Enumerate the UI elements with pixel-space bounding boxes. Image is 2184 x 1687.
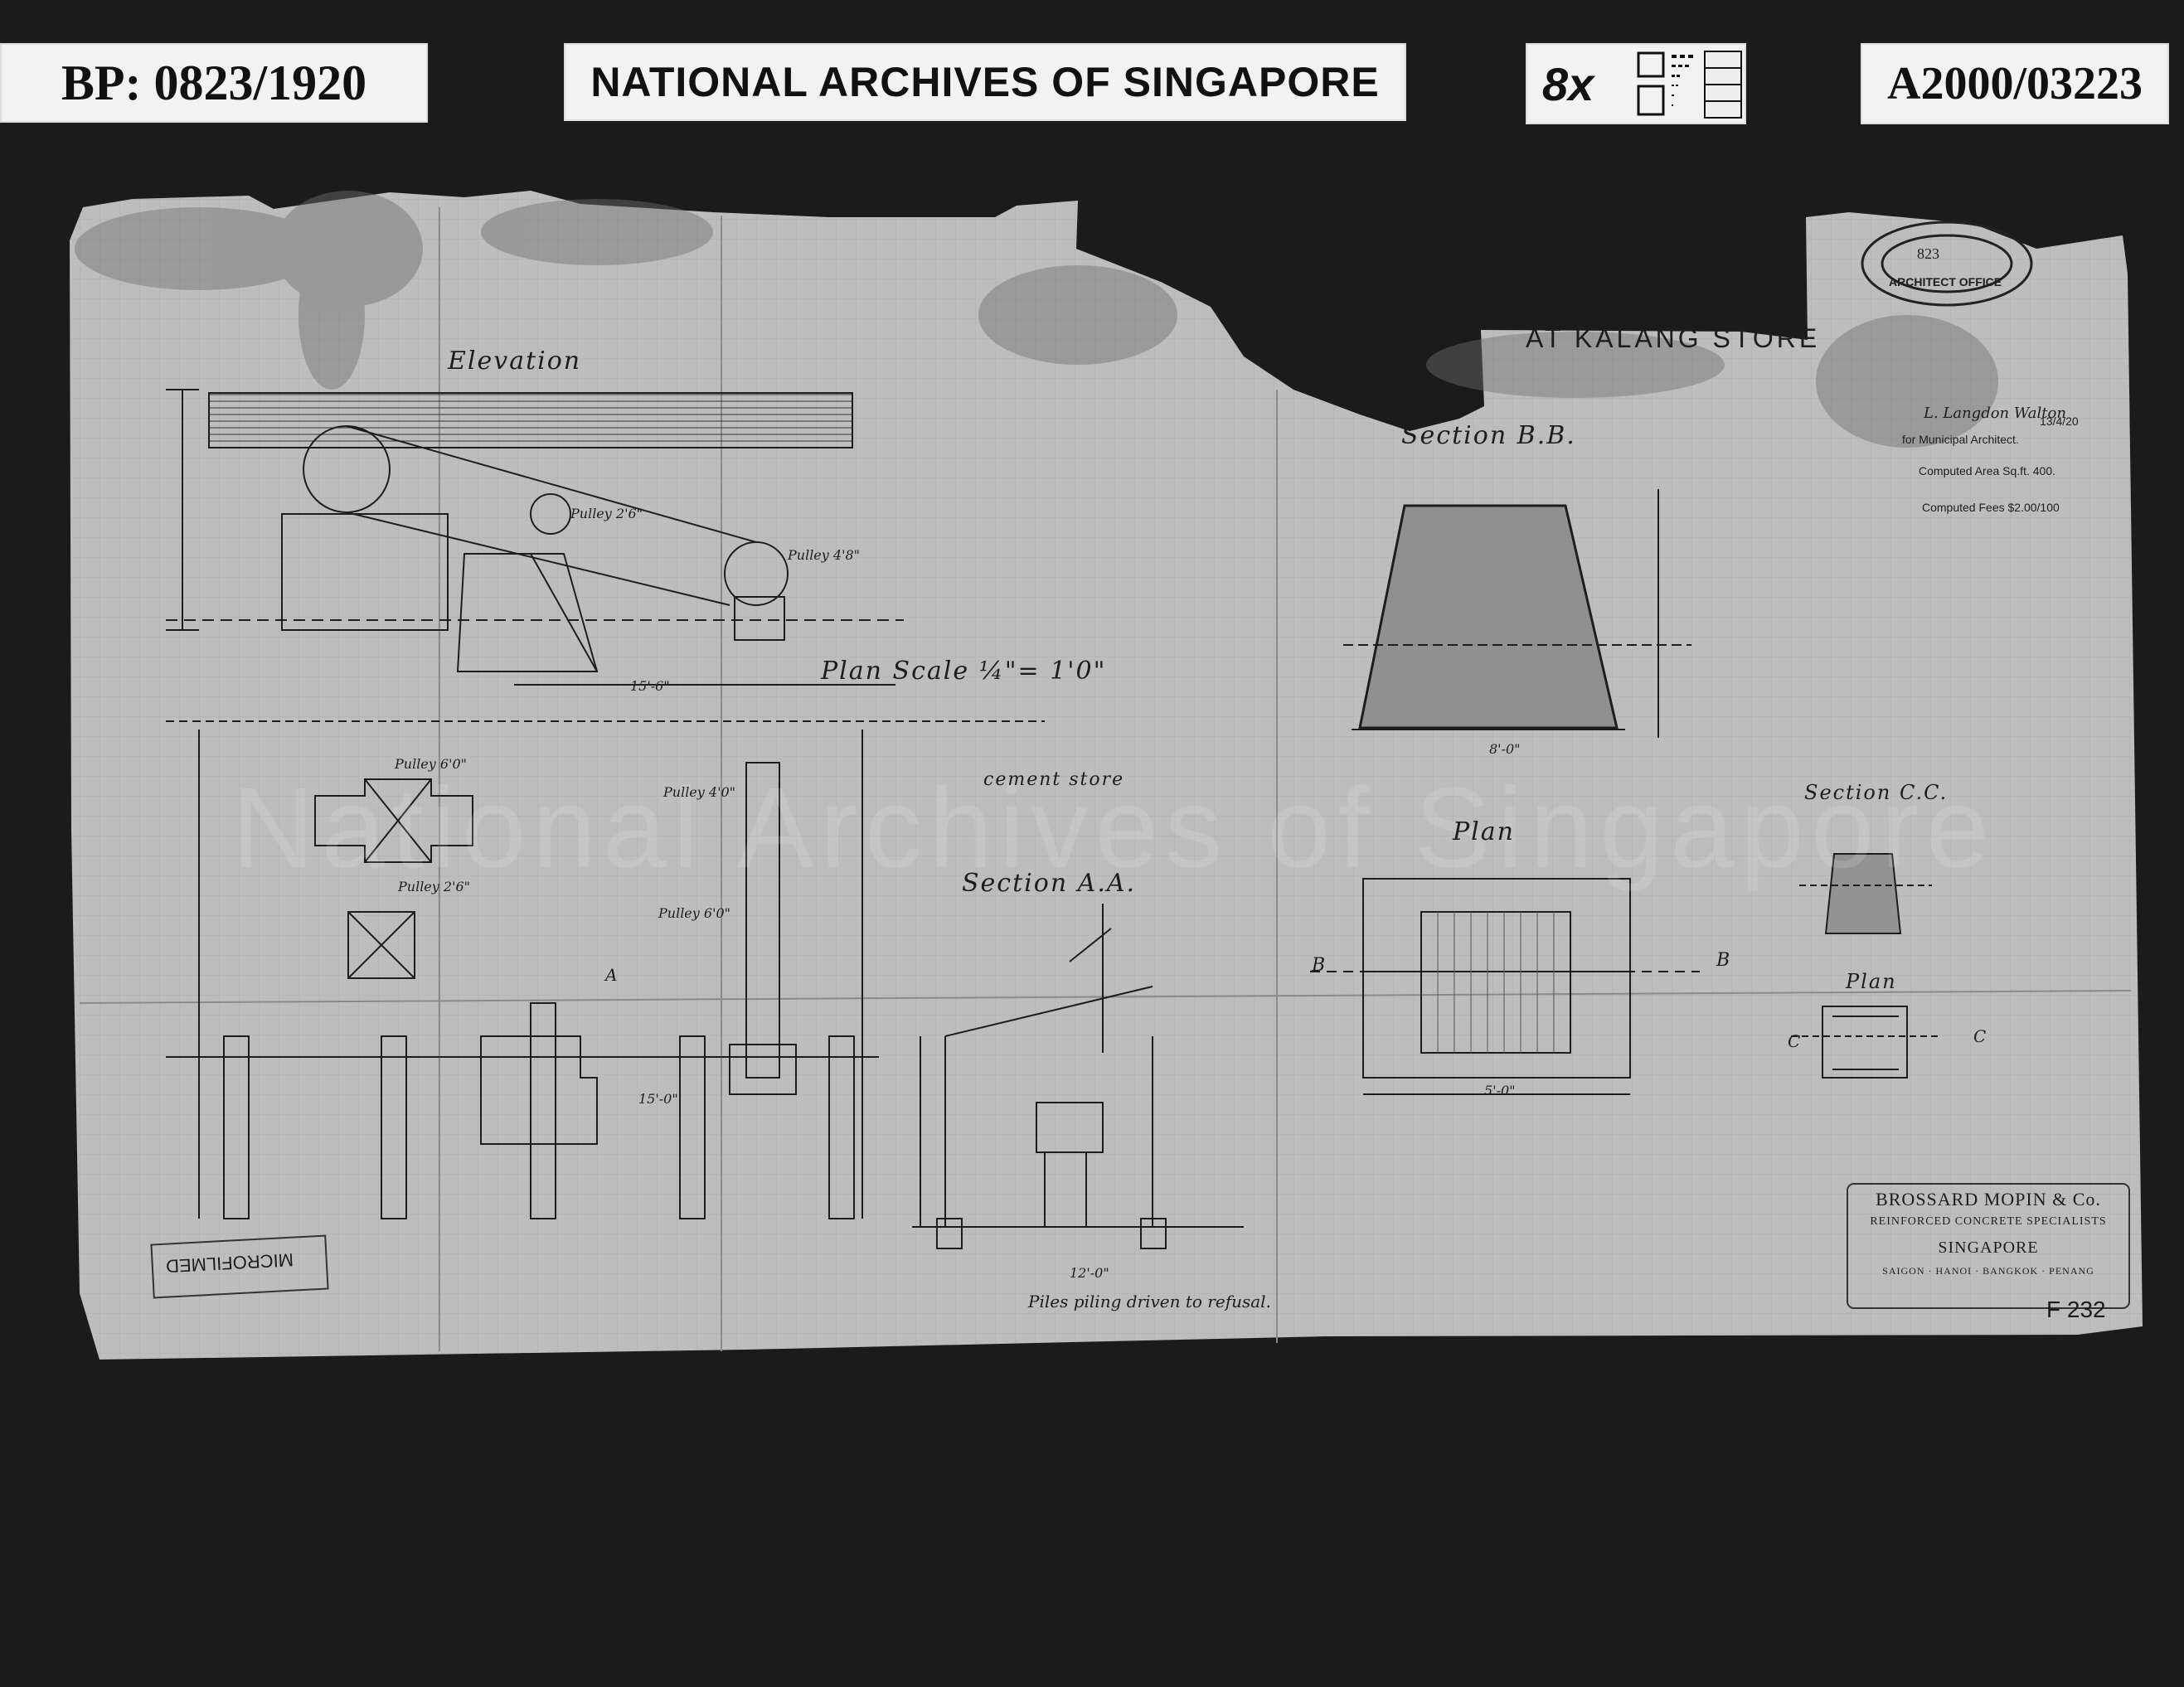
section-bb-title: Section B.B. — [1401, 421, 1576, 450]
plan-cc-title: Plan — [1846, 970, 1897, 993]
contractor-stamp-line3: SINGAPORE — [1938, 1239, 2039, 1257]
computed-fees: Computed Fees $2.00/100 — [1922, 501, 2060, 514]
plan-bb-drawing — [1310, 878, 1700, 1095]
architect-office-stamp — [1861, 221, 2033, 307]
architect-stamp-text: ARCHITECT OFFICE — [1889, 275, 2002, 288]
contractor-stamp-frame — [1847, 1183, 2130, 1309]
pulley-label-e: Pulley 2'6" — [398, 879, 471, 894]
microfilmed-stamp-frame — [150, 1234, 329, 1299]
pulley-label-a: Pulley 2'6" — [570, 506, 643, 521]
archive-banner-text: NATIONAL ARCHIVES OF SINGAPORE — [590, 59, 1380, 105]
archive-banner: NATIONAL ARCHIVES OF SINGAPORE — [564, 43, 1406, 121]
plan-left-drawing — [166, 720, 1045, 1219]
at-kalang-store-label: AT KALANG STORE — [1526, 323, 1821, 353]
piling-note: Piles piling driven to refusal. — [1028, 1292, 1271, 1311]
water-stains — [75, 191, 1998, 448]
elevation-title: Elevation — [448, 347, 582, 376]
sheet-number: F 232 — [2046, 1297, 2106, 1322]
dimension-5-0: 5'-0" — [1484, 1083, 1516, 1098]
dimension-15-0: 15'-0" — [638, 1091, 678, 1107]
architect-stamp-number: 823 — [1917, 245, 1939, 262]
plan-title: Plan Scale ¼"= 1'0" — [821, 657, 1107, 686]
section-cc-drawing — [1791, 853, 1940, 1079]
elevation-drawing — [166, 389, 904, 686]
reference-number-text: A2000/03223 — [1887, 58, 2143, 109]
bp-number-text: BP: 0823/1920 — [61, 55, 367, 110]
approval-for-line: for Municipal Architect. — [1902, 433, 2019, 446]
contractor-stamp-line4: SAIGON · HANOI · BANGKOK · PENANG — [1882, 1265, 2094, 1277]
section-marker-c-right: C — [1973, 1026, 1988, 1046]
section-aa-title: Section A.A. — [962, 869, 1137, 898]
section-marker-b-left: B — [1312, 955, 1327, 976]
section-marker-b-right: B — [1716, 950, 1732, 971]
dimension-12-0: 12'-0" — [1070, 1265, 1109, 1281]
approval-signature: L. Langdon Walton — [1924, 405, 2066, 422]
plan-bb-title: Plan — [1453, 817, 1515, 846]
contractor-stamp-line1: BROSSARD MOPIN & Co. — [1876, 1189, 2101, 1210]
section-marker-c-left: C — [1788, 1031, 1803, 1051]
dimension-8-0: 8'-0" — [1489, 741, 1521, 757]
resolution-target-icon — [1637, 51, 1742, 119]
cement-store-label: cement store — [983, 769, 1125, 790]
section-bb-drawing — [1343, 489, 1691, 738]
pulley-label-b: Pulley 4'8" — [788, 547, 861, 563]
computed-area: Computed Area Sq.ft. 400. — [1919, 464, 2055, 477]
contractor-stamp-line2: REINFORCED CONCRETE SPECIALISTS — [1870, 1215, 2107, 1228]
archive-watermark: National Archives of Singapore — [232, 764, 1997, 892]
section-cc-title: Section C.C. — [1804, 781, 1949, 804]
magnification-text: 8x — [1542, 57, 1594, 110]
pulley-label-c: Pulley 6'0" — [395, 756, 468, 772]
section-aa-drawing — [912, 904, 1244, 1249]
approval-date: 13/4/20 — [2040, 414, 2079, 428]
section-marker-a: A — [605, 965, 619, 985]
magnification-label: 8x — [1526, 43, 1746, 124]
bp-number-label: BP: 0823/1920 — [0, 43, 428, 123]
dimension-15-6: 15'-6" — [630, 678, 670, 694]
pulley-label-f: Pulley 6'0" — [658, 905, 731, 921]
reference-number-label: A2000/03223 — [1861, 43, 2169, 124]
pulley-label-d: Pulley 4'0" — [663, 784, 736, 800]
